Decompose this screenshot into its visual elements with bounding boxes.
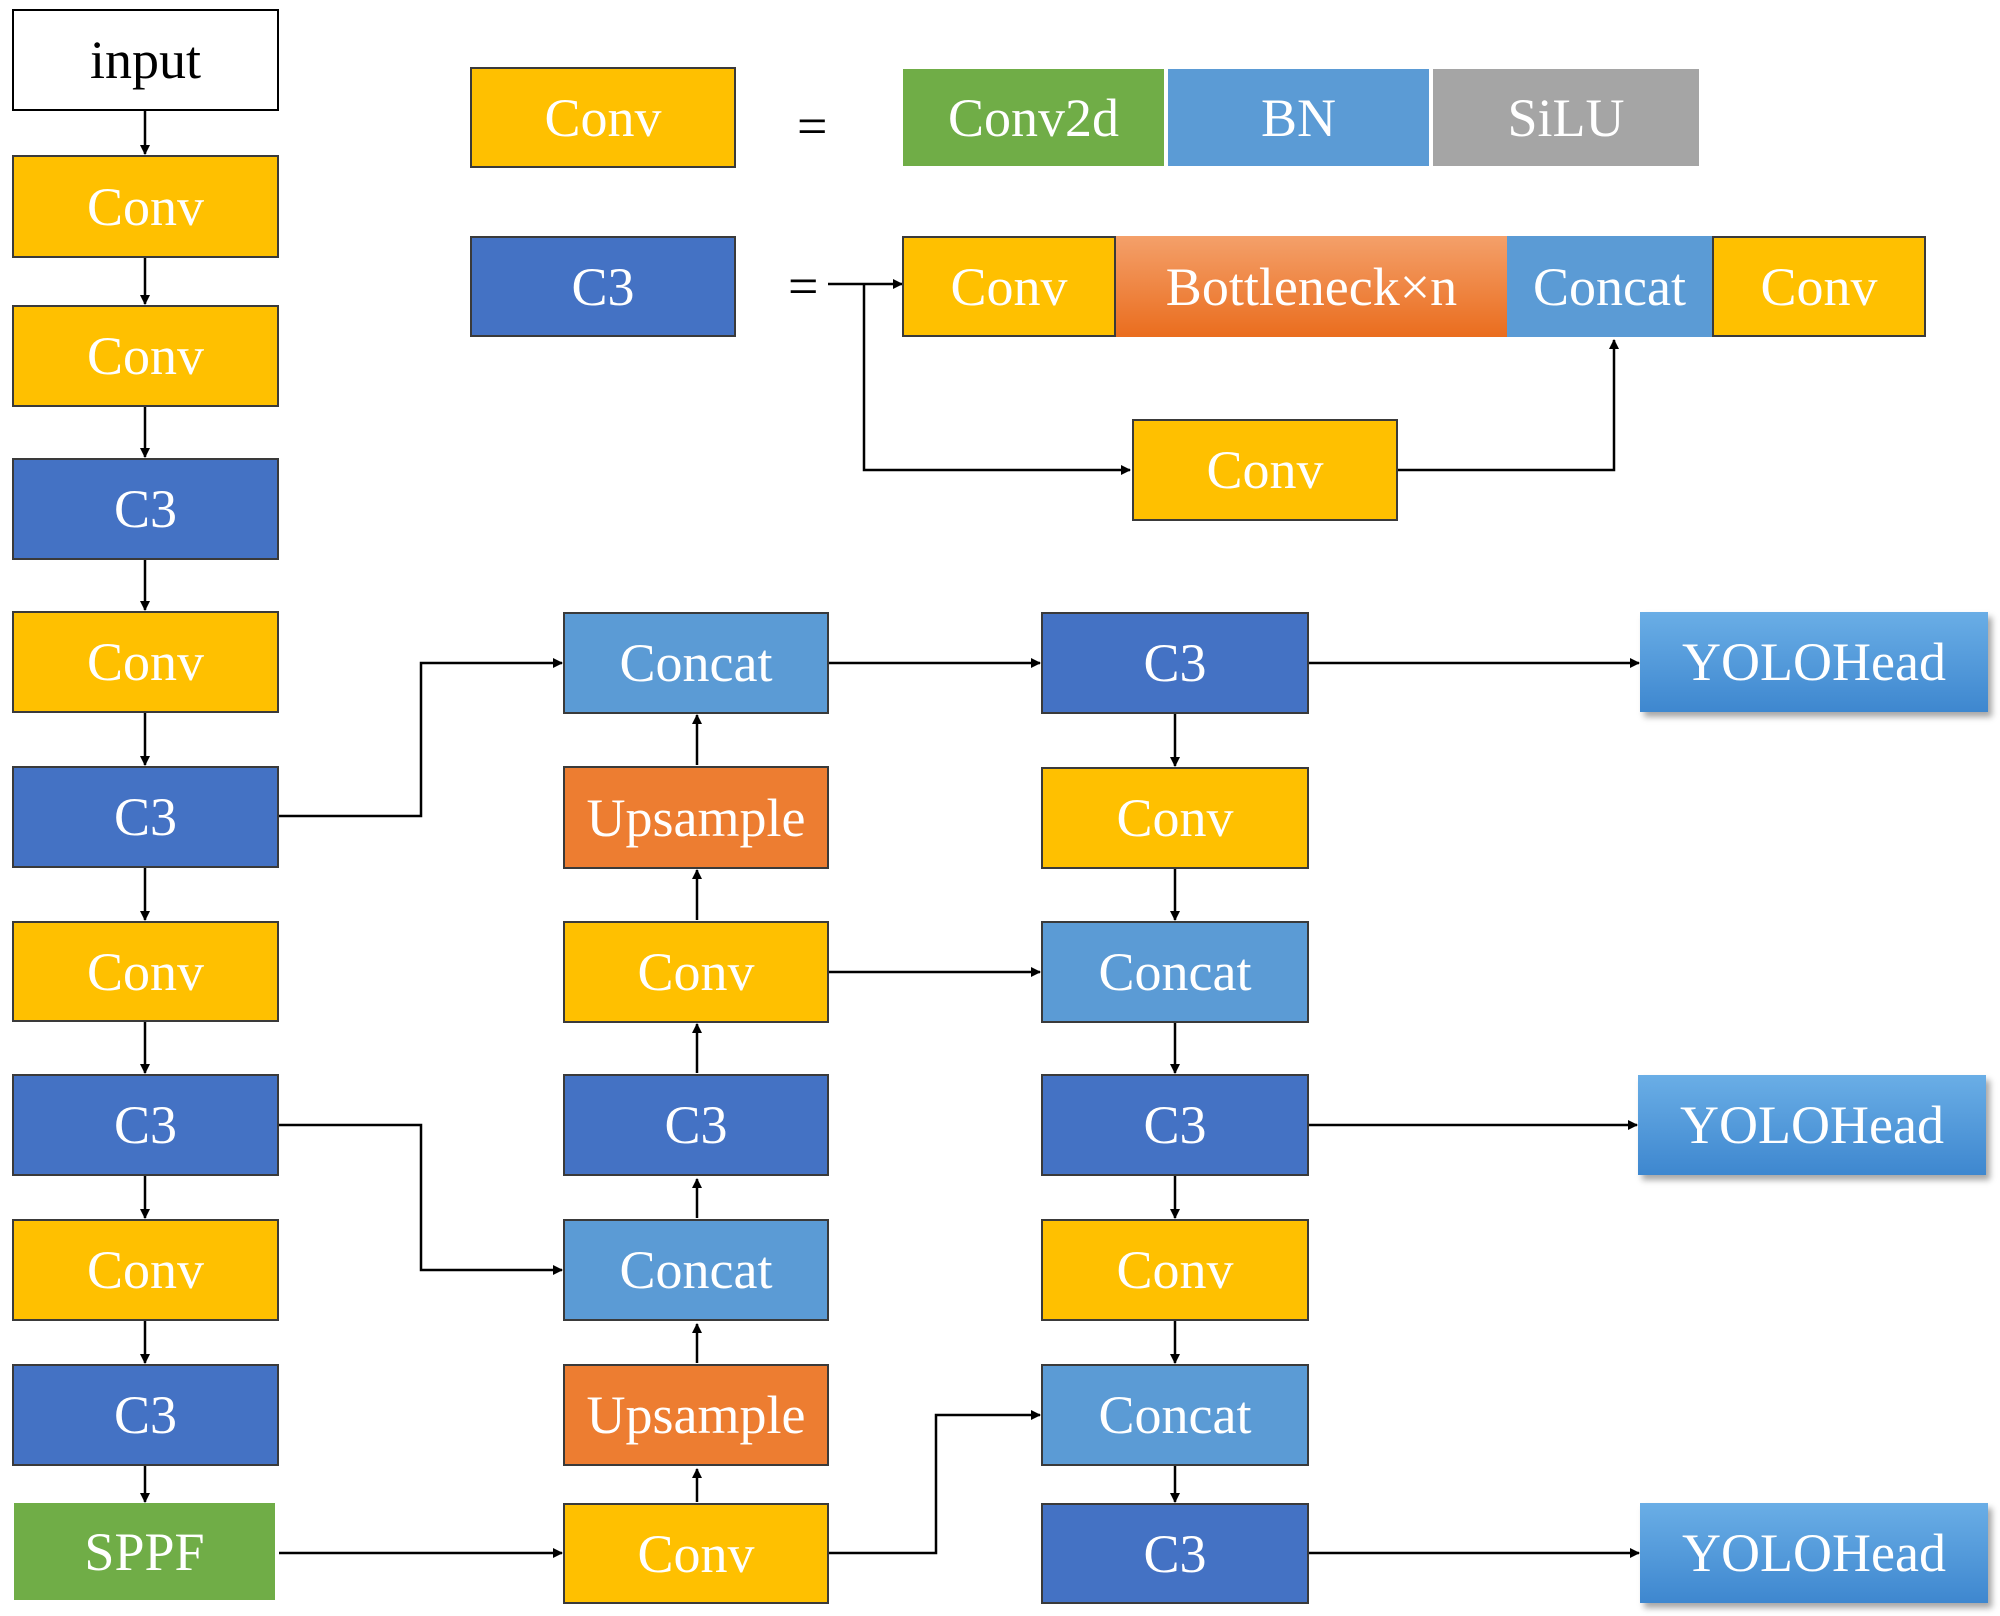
pan-c3-3: C3: [1041, 1503, 1309, 1604]
legend-c3-conv-out: Conv: [1712, 236, 1926, 337]
backbone-sppf: SPPF: [14, 1503, 275, 1600]
arrow-c3-to-concat-mid: [279, 1123, 563, 1275]
pan-conv-2: Conv: [1041, 1219, 1309, 1321]
legend-silu: SiLU: [1433, 69, 1699, 166]
legend-c3: C3: [470, 236, 736, 337]
neck-concat-1: Concat: [563, 612, 829, 714]
legend-c3-concat: Concat: [1507, 236, 1712, 337]
neck-upsample-2: Upsample: [563, 1364, 829, 1466]
backbone-c3-3: C3: [12, 1074, 279, 1176]
arrow-c3-legend-branch-out: [1398, 339, 1619, 472]
yolohead-1: YOLOHead: [1640, 612, 1988, 712]
neck-c3-1: C3: [563, 1074, 829, 1176]
legend-conv: Conv: [470, 67, 736, 168]
arrow-c3-to-concat-top: [279, 658, 563, 818]
pan-conv-1: Conv: [1041, 767, 1309, 869]
arrow-c3-legend-branch: [862, 284, 1131, 475]
pan-concat-1: Concat: [1041, 921, 1309, 1023]
legend-conv-equals: =: [797, 96, 828, 156]
pan-c3-1: C3: [1041, 612, 1309, 714]
backbone-conv-4: Conv: [12, 921, 279, 1022]
backbone-c3-2: C3: [12, 766, 279, 868]
neck-conv-1: Conv: [563, 921, 829, 1023]
pan-c3-2: C3: [1041, 1074, 1309, 1176]
backbone-conv-5: Conv: [12, 1219, 279, 1321]
backbone-conv-2: Conv: [12, 305, 279, 407]
neck-concat-2: Concat: [563, 1219, 829, 1321]
backbone-c3-1: C3: [12, 458, 279, 560]
legend-c3-conv-branch: Conv: [1132, 419, 1398, 521]
legend-bn: BN: [1168, 69, 1429, 166]
legend-c3-equals: =: [788, 256, 819, 316]
arrow-conv-to-concat-bottom: [829, 1410, 1041, 1555]
legend-c3-bottleneck: Bottleneck×n: [1116, 236, 1507, 337]
backbone-c3-4: C3: [12, 1364, 279, 1466]
legend-c3-conv-in: Conv: [902, 236, 1116, 337]
backbone-conv-3: Conv: [12, 611, 279, 713]
backbone-conv-1: Conv: [12, 155, 279, 258]
yolohead-2: YOLOHead: [1638, 1075, 1986, 1175]
neck-conv-2: Conv: [563, 1503, 829, 1604]
yolohead-3: YOLOHead: [1640, 1503, 1988, 1603]
pan-concat-2: Concat: [1041, 1364, 1309, 1466]
neck-upsample-1: Upsample: [563, 766, 829, 869]
legend-conv2d: Conv2d: [903, 69, 1164, 166]
backbone-input: input: [12, 9, 279, 111]
